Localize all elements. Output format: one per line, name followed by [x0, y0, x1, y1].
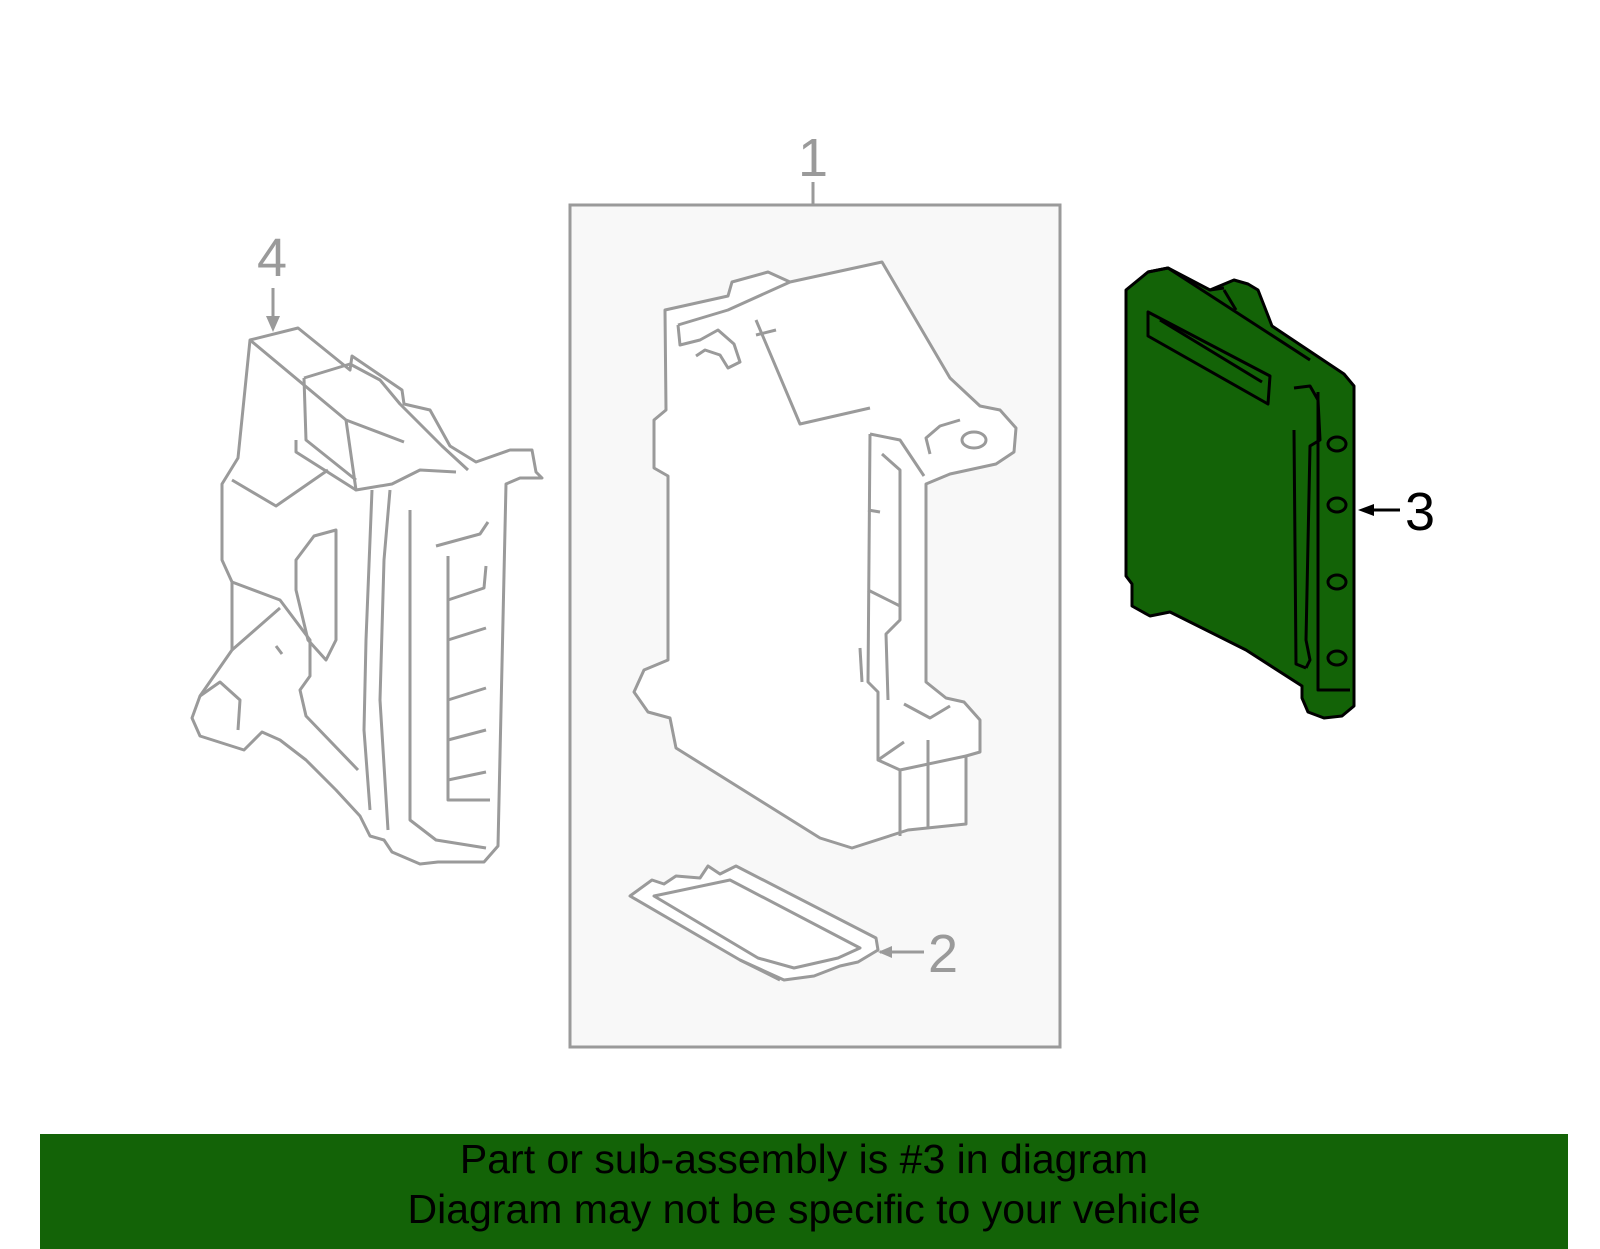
- callout-arrowhead-3: [1358, 504, 1374, 516]
- banner-line-disclaimer: Diagram may not be specific to your vehi…: [407, 1186, 1201, 1232]
- callout-label-2: 2: [928, 924, 958, 984]
- part-4-bracket: [190, 326, 544, 866]
- part-3-control-module: [1124, 266, 1356, 720]
- callout-label-3: 3: [1405, 482, 1435, 542]
- part-2-cover: [628, 864, 880, 982]
- callout-arrowhead-4: [266, 316, 280, 332]
- banner-line-part-note: Part or sub-assembly is #3 in diagram: [459, 1136, 1149, 1182]
- part-1-junction-box: [632, 260, 1018, 850]
- callout-label-1: 1: [798, 128, 828, 188]
- callout-arrowhead-2: [878, 946, 892, 958]
- callout-label-4: 4: [257, 228, 287, 288]
- info-banner: Part or sub-assembly is #3 in diagram Di…: [40, 1134, 1568, 1249]
